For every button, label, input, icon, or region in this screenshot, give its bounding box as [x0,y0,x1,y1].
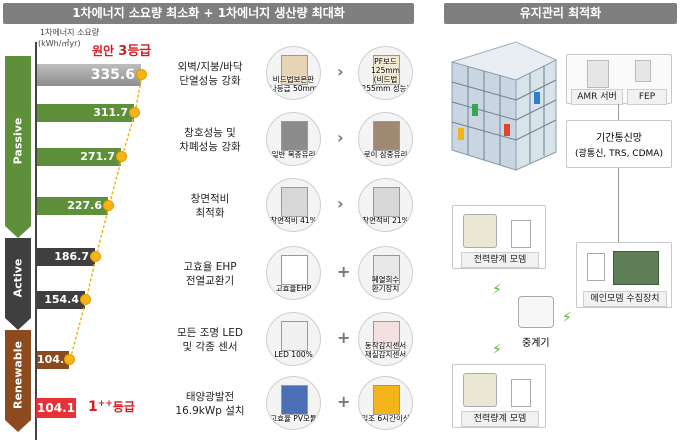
final-value-box: 104.1 [36,398,76,418]
relay-icon [518,296,554,328]
trend-line [69,74,143,361]
phase-renewable: Renewable [5,330,31,420]
bar-6: 104.1 [37,351,72,369]
bar-dot-1 [129,107,140,118]
bar-4: 186.7 [37,248,95,266]
bar-3: 227.6 [37,197,108,215]
link-network-collector [618,168,619,242]
bar-0: 335.6 [37,64,141,86]
row-before-image-4: LED 100% [266,312,321,366]
bar-2: 271.7 [37,148,121,166]
meter-box-2: 전력량계 모뎀 [452,364,546,428]
phase-passive: Passive [5,56,31,226]
plus-icon: + [337,392,351,411]
plus-icon: + [337,328,351,347]
plus-icon: + [337,262,351,281]
meter1-label: 전력량계 모뎀 [461,252,539,268]
y-axis-unit: (kWh/㎡yr) [38,39,81,48]
meter2-label: 전력량계 모뎀 [461,411,539,427]
row-after-image-5: 일조 6시간이상 [358,376,413,430]
row-after-image-1: 로이 삼중유리 [358,112,413,166]
final-grade: 1++등급 [88,399,135,415]
y-axis-label: 1차에너지 소요량 [40,28,100,37]
arrow-right-icon: › [337,194,344,213]
y-axis [35,42,37,440]
bar-5: 154.4 [37,291,85,309]
network-title: 기간통신망 [596,133,642,144]
bar-dot-2 [116,151,127,162]
row-before-image-5: 고효율 PV모듈 [266,376,321,430]
bar-dot-6 [64,354,75,365]
fep-server-icon [635,60,651,82]
modem-icon [511,220,531,248]
network-sub: (광통신, TRS, CDMA) [575,149,663,159]
phase-active: Active [5,238,31,318]
fep-label: FEP [627,89,667,105]
phase-passive-arrow [5,226,31,238]
relay-label: 중계기 [522,338,550,349]
modem-icon [511,379,531,407]
server-box: AMR 서버 FEP [566,54,672,105]
grade-top: 원안 3등급 [92,44,152,59]
arrow-right-icon: › [337,62,344,81]
row-after-image-2: 창면적비 21% [358,178,413,232]
network-box: 기간통신망 (광통신, TRS, CDMA) [566,120,672,168]
amr-server-label: AMR 서버 [571,89,623,105]
arrow-right-icon: › [337,128,344,147]
antenna-icon [587,253,605,281]
meter-box-1: 전력량계 모뎀 [452,205,546,269]
row-after-image-0: PF보드 125mm(비드법 255mm 성능) [358,46,413,100]
collector-device-icon [613,251,659,285]
trend-polyline [69,74,143,361]
signal-icon-2: ⚡ [562,310,572,326]
bar-dot-0 [136,69,147,80]
row-before-image-2: 창면적비 41% [266,178,321,232]
building-image [444,32,562,172]
bar-1: 311.7 [37,104,134,122]
collector-box: 메인모뎀 수집장치 [576,242,672,308]
signal-icon-3: ⚡ [492,342,502,358]
header-left: 1차에너지 소요량 최소화 + 1차에너지 생산량 최대화 [3,3,414,24]
collector-label: 메인모뎀 수집장치 [583,291,667,307]
phase-renewable-arrow [5,420,31,432]
bar-dot-3 [103,200,114,211]
phase-active-arrow [5,318,31,330]
meter-icon [463,214,497,248]
row-before-image-1: 일반 복층유리 [266,112,321,166]
signal-icon-1: ⚡ [492,282,502,298]
row-before-image-3: 고효율EHP [266,246,321,300]
amr-server-icon [587,60,609,88]
building-icon [451,41,557,171]
header-right: 유지관리 최적화 [444,3,677,24]
meter-icon [463,373,497,407]
link-server-network [618,104,619,120]
